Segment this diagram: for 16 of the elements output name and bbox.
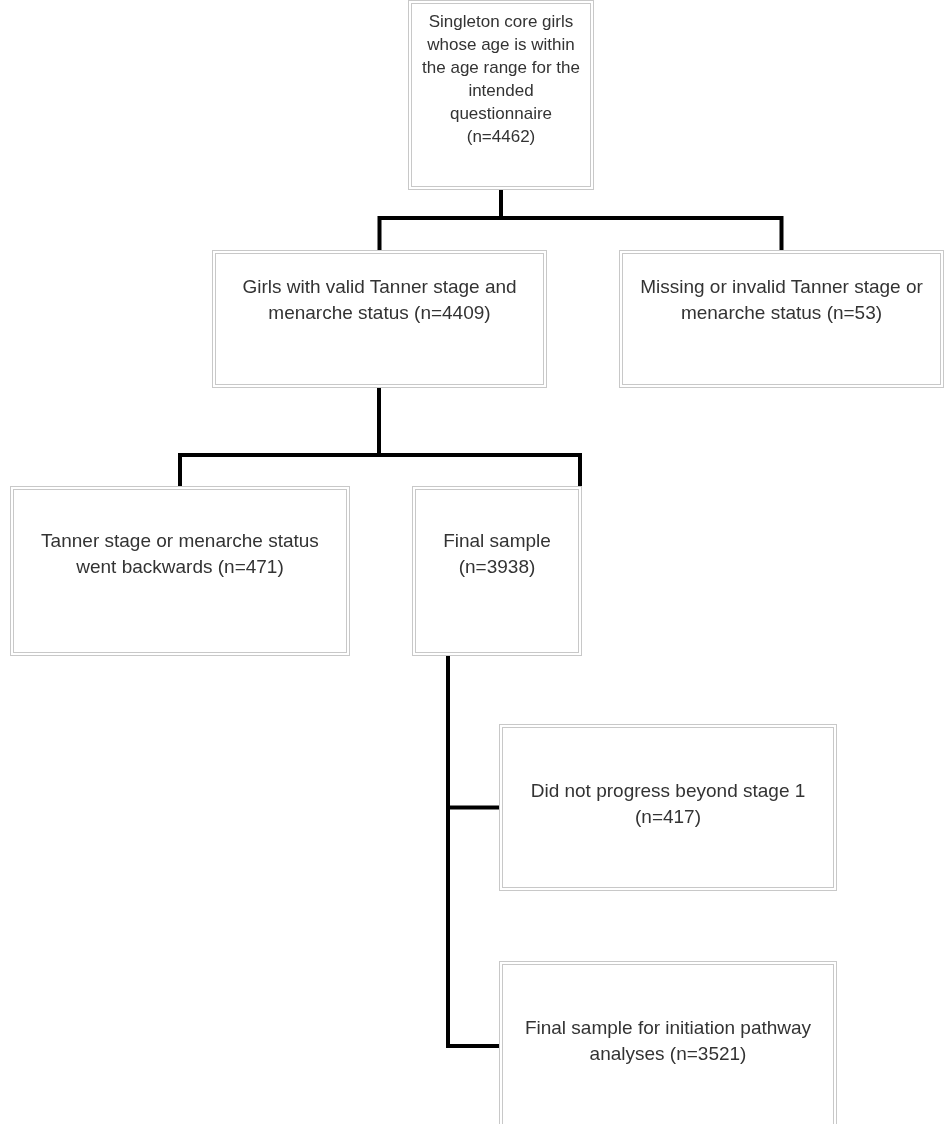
box-text: Final sample for initiation pathway analyses (n=3521) [523,1016,813,1066]
connector-line [377,388,582,486]
process-box [412,486,582,656]
box-text: Singleton core girls whose age is within the age range for the intended questionnaire (n=4462) [421,11,581,148]
process-box [619,250,944,388]
box-text: Girls with valid Tanner stage and menarche status (n=4409) [241,275,518,325]
process-box [499,961,837,1124]
process-box [408,0,594,190]
box-text: Final sample (n=3938) [442,529,552,579]
box-text: Missing or invalid Tanner stage or menarche status (n=53) [639,275,924,325]
process-box [10,486,350,656]
box-text: Tanner stage or menarche status went backwards (n=471) [40,529,320,579]
box-text: Did not progress beyond stage 1 (n=417) [529,779,807,829]
process-box [212,250,547,388]
connector-line [446,656,499,1048]
process-box [499,724,837,891]
